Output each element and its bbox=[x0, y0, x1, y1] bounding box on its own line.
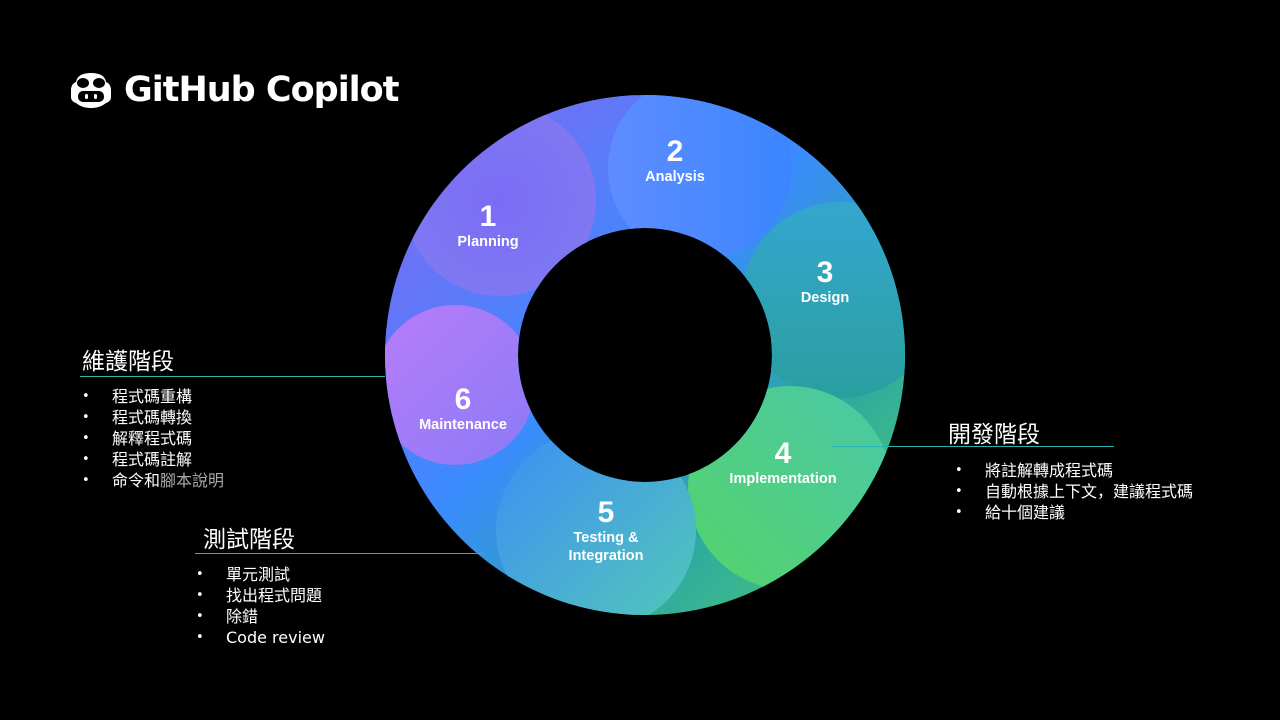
segment-6-label: 6 Maintenance bbox=[419, 384, 507, 434]
segment-blob-2 bbox=[608, 95, 792, 260]
testing-phase-list: 單元測試 找出程式問題 除錯 Code review bbox=[196, 564, 325, 648]
list-item: 解釋程式碼 bbox=[82, 428, 224, 449]
list-item: 命令和腳本說明 bbox=[82, 470, 224, 491]
testing-phase-title: 測試階段 bbox=[203, 527, 295, 553]
list-item: 找出程式問題 bbox=[196, 585, 325, 606]
segment-name: Analysis bbox=[645, 169, 705, 185]
list-item: 程式碼重構 bbox=[82, 386, 224, 407]
list-item: 將註解轉成程式碼 bbox=[955, 460, 1193, 481]
segment-blob-6 bbox=[385, 305, 535, 465]
segment-number: 6 bbox=[454, 383, 472, 416]
list-item: Code review bbox=[196, 627, 325, 648]
maintenance-phase-list: 程式碼重構 程式碼轉換 解釋程式碼 程式碼註解 命令和腳本說明 bbox=[82, 386, 224, 491]
list-item: 單元測試 bbox=[196, 564, 325, 585]
segment-number: 4 bbox=[774, 437, 792, 470]
list-item: 除錯 bbox=[196, 606, 325, 627]
development-phase-list: 將註解轉成程式碼 自動根據上下文，建議程式碼 給十個建議 bbox=[955, 460, 1193, 523]
list-item: 程式碼轉換 bbox=[82, 407, 224, 428]
segment-name: Planning bbox=[457, 234, 519, 250]
segment-name: Maintenance bbox=[419, 417, 507, 433]
segment-name: Implementation bbox=[729, 471, 837, 487]
segment-blob-1 bbox=[404, 104, 596, 296]
segment-3-label: 3 Design bbox=[801, 257, 849, 307]
list-item: 給十個建議 bbox=[955, 502, 1193, 523]
segment-name-line2: Integration bbox=[568, 548, 644, 564]
segment-number: 3 bbox=[816, 256, 834, 289]
list-item: 自動根據上下文，建議程式碼 bbox=[955, 481, 1193, 502]
segment-blob-4 bbox=[688, 386, 892, 590]
segment-4-label: 4 Implementation bbox=[729, 438, 836, 488]
segment-1-label: 1 Planning bbox=[457, 201, 518, 251]
segment-number: 2 bbox=[666, 135, 684, 168]
list-item: 程式碼註解 bbox=[82, 449, 224, 470]
development-phase-divider bbox=[832, 446, 1114, 447]
development-phase-title: 開發階段 bbox=[948, 422, 1040, 448]
segment-name-line1: Testing & bbox=[573, 530, 639, 546]
segment-number: 1 bbox=[479, 200, 497, 233]
maintenance-phase-divider bbox=[80, 376, 385, 377]
copilot-icon bbox=[71, 73, 111, 108]
logo-text: GitHub Copilot bbox=[124, 70, 399, 110]
list-item-text-dim: 腳本說明 bbox=[160, 471, 225, 490]
segment-2-label: 2 Analysis bbox=[645, 136, 705, 186]
maintenance-phase-title: 維護階段 bbox=[82, 349, 174, 375]
segment-name: Design bbox=[800, 290, 850, 306]
list-item-text: 命令和 bbox=[112, 471, 161, 490]
segment-number: 5 bbox=[597, 496, 615, 529]
logo: GitHub Copilot bbox=[68, 70, 399, 110]
testing-phase-divider bbox=[195, 553, 485, 554]
segment-5-label: 5 Testing & Integration bbox=[569, 497, 644, 565]
